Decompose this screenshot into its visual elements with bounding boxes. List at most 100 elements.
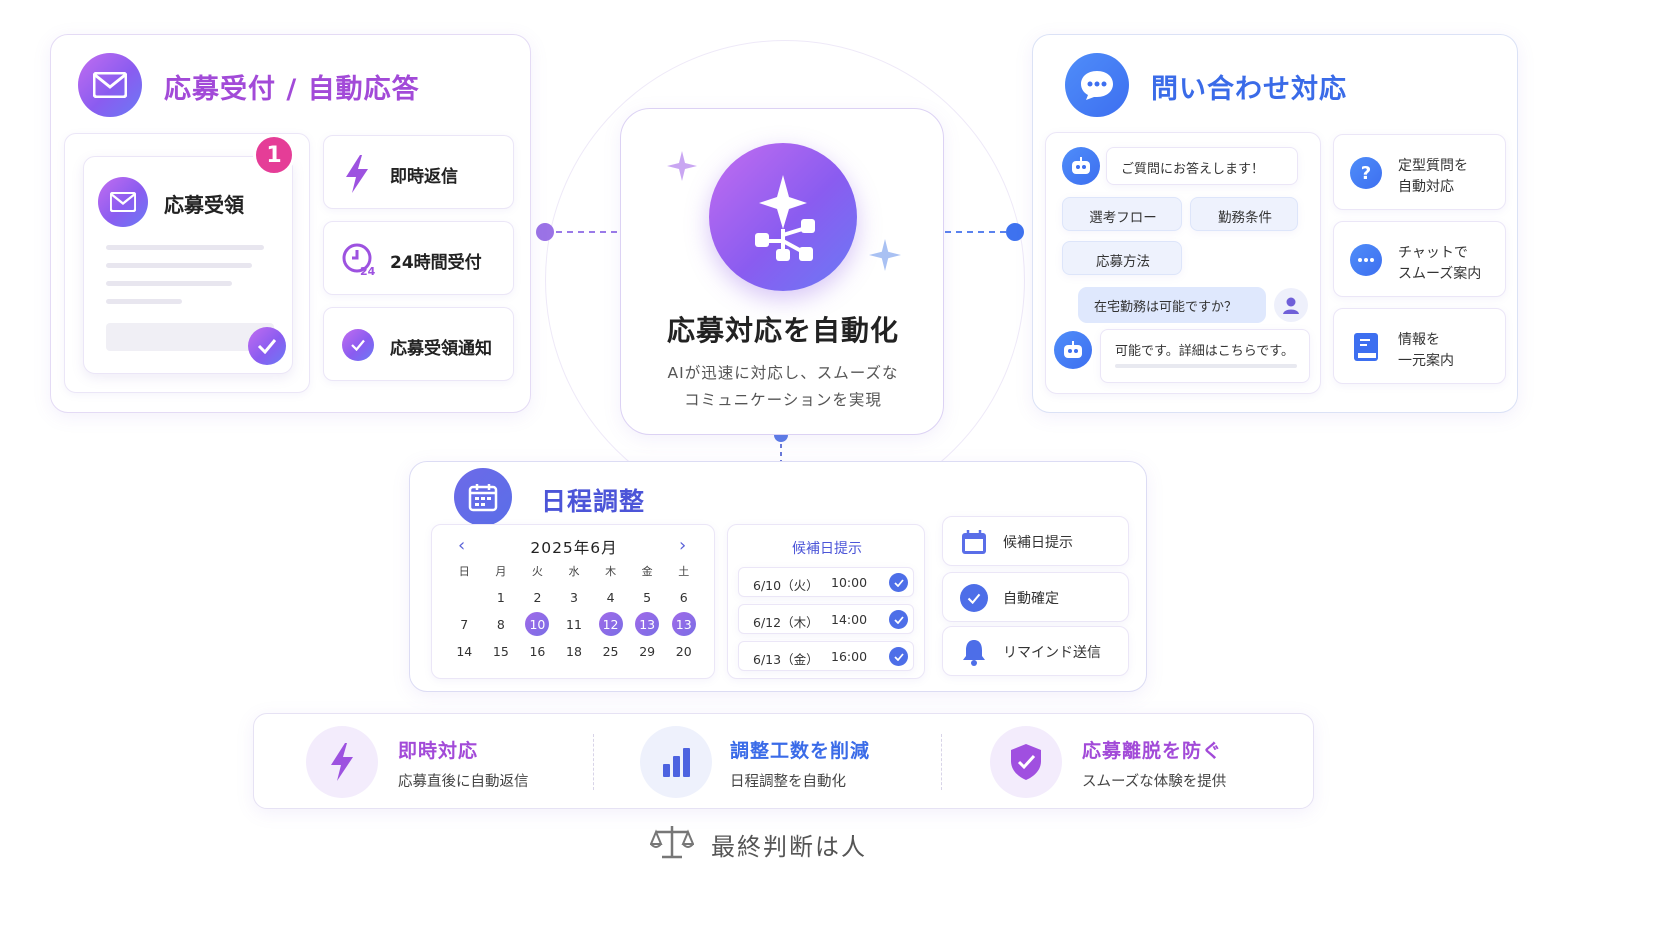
feature-auto-confirm: 自動確定 xyxy=(942,572,1129,622)
calendar-day[interactable]: 20 xyxy=(675,643,692,659)
calendar-day[interactable]: 29 xyxy=(639,643,656,659)
feature-label: 情報を xyxy=(1398,332,1440,348)
benefit-title: 即時対応 xyxy=(398,740,479,762)
feature-label: 自動確定 xyxy=(1003,591,1059,607)
bot-message-text: ご質問にお答えします！ xyxy=(1121,162,1265,177)
chip-label: 勤務条件 xyxy=(1218,210,1272,226)
feature-chat-guide: チャットで スムーズ案内 xyxy=(1333,221,1506,297)
chat-bubble-icon xyxy=(1065,53,1129,117)
chip-work-conditions[interactable]: 勤務条件 xyxy=(1190,197,1298,231)
check-icon xyxy=(248,327,286,365)
calendar-day[interactable]: 11 xyxy=(566,616,582,632)
candidate-date: 6/13（金） xyxy=(753,652,819,667)
candidates-title: 候補日提示 xyxy=(792,541,862,557)
bot-answer: 可能です。詳細はこちらです。 xyxy=(1100,329,1310,383)
placeholder-line xyxy=(106,245,264,250)
chip-label: 選考フロー xyxy=(1089,210,1157,226)
candidate-row[interactable]: 6/12（木） 14:00 xyxy=(738,604,914,634)
chip-selection-flow[interactable]: 選考フロー xyxy=(1062,197,1182,231)
divider xyxy=(593,734,594,790)
feature-instant-reply: 即時返信 xyxy=(323,135,514,209)
placeholder-line xyxy=(106,281,232,286)
bot-avatar-icon xyxy=(1062,147,1100,185)
calendar-day[interactable]: 13 xyxy=(635,612,660,636)
user-message-text: 在宅勤務は可能ですか？ xyxy=(1094,300,1238,315)
calendar-day[interactable]: 5 xyxy=(643,589,652,605)
center-desc-2: コミュニケーションを実現 xyxy=(684,391,882,409)
feature-label: チャットで xyxy=(1398,245,1468,261)
application-title: 応募受付 / 自動応答 xyxy=(164,74,420,105)
scale-icon xyxy=(650,826,694,859)
bar-chart-icon xyxy=(640,726,712,798)
svg-text:24: 24 xyxy=(360,265,375,276)
candidate-row[interactable]: 6/10（火）10:00 xyxy=(738,567,914,597)
sparkle-icon xyxy=(667,151,697,181)
sparkle-icon xyxy=(869,239,901,271)
calendar-day[interactable]: 14 xyxy=(456,643,473,659)
bot-avatar-icon xyxy=(1054,331,1092,369)
benefits-strip: 即時対応 応募直後に自動返信 調整工数を削減 日程調整を自動化 応募離脱を防ぐ … xyxy=(253,713,1314,809)
feature-label: 即時返信 xyxy=(390,167,458,187)
feature-label: リマインド送信 xyxy=(1003,645,1101,661)
bell-icon xyxy=(963,640,985,666)
bot-answer-text: 可能です。詳細はこちらです。 xyxy=(1115,344,1295,359)
calendar-icon xyxy=(962,530,986,554)
feature-label: 自動対応 xyxy=(1398,179,1454,195)
calendar-day[interactable]: 12 xyxy=(598,612,623,636)
candidate-time: 16:00 xyxy=(831,649,868,664)
calendar-prev-button[interactable]: ‹ xyxy=(458,535,466,556)
benefit-title: 調整工数を削減 xyxy=(730,740,871,762)
calendar-day[interactable]: 2 xyxy=(533,589,542,605)
calendar-day[interactable]: 25 xyxy=(602,643,619,659)
check-icon xyxy=(889,647,908,666)
envelope-icon xyxy=(78,53,142,117)
placeholder-line xyxy=(106,263,252,268)
calendar-weekday: 日 xyxy=(458,565,470,578)
chip-apply-method[interactable]: 応募方法 xyxy=(1062,241,1182,275)
calendar-day[interactable]: 1 xyxy=(496,589,505,605)
calendar-day[interactable]: 18 xyxy=(566,643,582,659)
calendar-day[interactable]: 15 xyxy=(492,643,509,659)
feature-label: 応募受領通知 xyxy=(390,339,492,359)
calendar-weekday: 月 xyxy=(495,565,507,578)
calendar-weekday: 木 xyxy=(605,565,617,578)
calendar-next-button[interactable]: › xyxy=(679,535,687,556)
user-message: 在宅勤務は可能ですか？ xyxy=(1078,287,1266,323)
placeholder-block xyxy=(106,323,274,351)
check-icon xyxy=(889,610,908,629)
calendar-day[interactable]: 8 xyxy=(496,616,505,632)
chat-bubble-icon xyxy=(1350,244,1382,276)
calendar-day[interactable]: 16 xyxy=(529,643,546,659)
calendar-day[interactable]: 3 xyxy=(570,589,578,605)
benefit-title: 応募離脱を防ぐ xyxy=(1082,740,1223,762)
calendar-day[interactable]: 4 xyxy=(606,589,615,605)
candidate-date: 6/10（火） xyxy=(753,578,819,593)
feature-label: 定型質問を xyxy=(1398,158,1468,174)
receipt-document: 応募受領 xyxy=(83,156,293,374)
shield-check-icon xyxy=(990,726,1062,798)
inquiry-card: 問い合わせ対応 ご質問にお答えします！ 選考フロー 勤務条件 応募方法 在宅勤務… xyxy=(1032,34,1518,413)
placeholder-line xyxy=(106,299,182,304)
inquiry-title: 問い合わせ対応 xyxy=(1151,74,1347,105)
chat-panel: ご質問にお答えします！ 選考フロー 勤務条件 応募方法 在宅勤務は可能ですか？ … xyxy=(1045,132,1321,394)
check-icon xyxy=(889,573,908,592)
calendar-day[interactable]: 6 xyxy=(679,589,688,605)
feature-label: スムーズ案内 xyxy=(1398,266,1482,282)
candidate-row[interactable]: 6/13（金） 16:00 xyxy=(738,641,914,671)
candidate-date: 6/12（木） xyxy=(753,615,819,630)
calendar-weekday: 火 xyxy=(531,565,543,578)
calendar-day[interactable]: 13 xyxy=(671,612,696,636)
envelope-icon xyxy=(98,177,148,227)
candidates-panel: 候補日提示 6/10（火）10:00 6/12（木） 14:00 6/13（金） 16:… xyxy=(727,524,925,679)
schedule-title: 日程調整 xyxy=(541,487,646,516)
feature-propose-dates: 候補日提示 xyxy=(942,516,1129,566)
benefit-desc: 日程調整を自動化 xyxy=(730,774,846,790)
receipt-panel: 応募受領 1 xyxy=(64,133,310,393)
candidate-time: 14:00 xyxy=(831,612,868,627)
calendar-day[interactable]: 7 xyxy=(460,616,469,632)
feature-receipt-notice: 応募受領通知 xyxy=(323,307,514,381)
calendar-day[interactable]: 10 xyxy=(525,612,550,636)
